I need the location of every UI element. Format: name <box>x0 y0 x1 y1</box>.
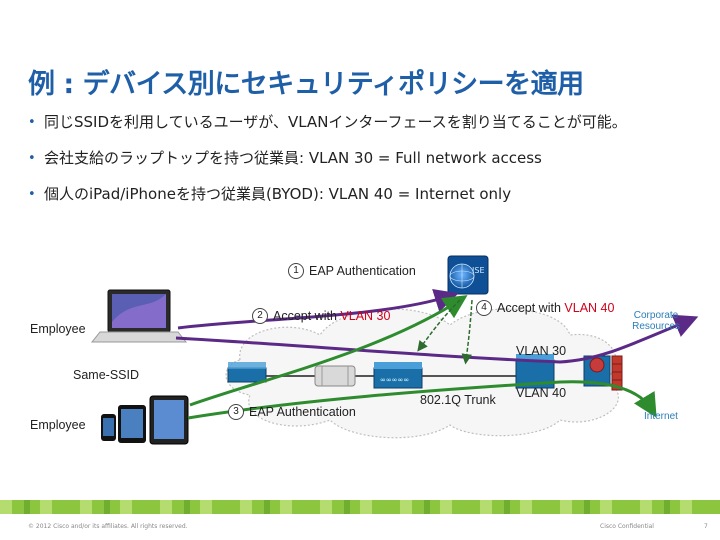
employee-label: Employee <box>30 322 86 336</box>
page-number: 7 <box>704 523 708 530</box>
bullet-item: 会社支給のラップトップを持つ従業員: VLAN 30 = Full networ… <box>28 148 698 169</box>
step-vlan: VLAN 40 <box>564 301 615 315</box>
switch-icon: ∞∞∞∞∞ <box>373 362 423 389</box>
vlan30-label: VLAN 30 <box>516 344 567 358</box>
step-number: 3 <box>228 404 244 420</box>
svg-text:∞∞∞∞∞: ∞∞∞∞∞ <box>380 376 409 384</box>
bullet-list: 同じSSIDを利用しているユーザが、VLANインターフェースを割り当てることが可… <box>28 112 698 220</box>
page-title: 例 : デバイス別にセキュリティポリシーを適用 <box>28 69 584 100</box>
step-2: 2 Accept with VLAN 30 <box>252 308 390 324</box>
step-4: 4 Accept with VLAN 40 <box>476 300 614 316</box>
step-text: EAP Authentication <box>249 405 356 419</box>
step-1: 1 EAP Authentication <box>288 263 416 279</box>
step-text: Accept with <box>273 309 337 323</box>
trunk-label: 802.1Q Trunk <box>420 393 496 407</box>
ise-label: ISE <box>472 266 485 275</box>
vlan40-path <box>189 295 468 407</box>
ipad-icon <box>118 405 146 443</box>
step-vlan: VLAN 30 <box>340 309 391 323</box>
corporate-resources-label: Corporate Resources <box>632 310 680 332</box>
firewall-wall-icon <box>611 355 623 391</box>
wlc-server-icon <box>314 365 356 387</box>
same-ssid-label: Same-SSID <box>73 368 139 382</box>
internet-label: Internet <box>644 411 678 422</box>
step-text: EAP Authentication <box>309 264 416 278</box>
copyright: © 2012 Cisco and/or its affiliates. All … <box>28 523 188 530</box>
step-number: 2 <box>252 308 268 324</box>
confidential-label: Cisco Confidential <box>600 523 654 530</box>
ise-server-icon <box>447 255 489 295</box>
step-text: Accept with <box>497 301 561 315</box>
step-3: 3 EAP Authentication <box>228 404 356 420</box>
iphone-icon <box>101 414 116 441</box>
step-number: 4 <box>476 300 492 316</box>
ipad-icon <box>149 395 189 445</box>
access-point-icon <box>227 362 267 383</box>
step-number: 1 <box>288 263 304 279</box>
laptop-icon <box>90 289 188 343</box>
bullet-item: 個人のiPad/iPhoneを持つ従業員(BYOD): VLAN 40 = In… <box>28 184 698 205</box>
footer-stripe <box>0 500 720 514</box>
employee-label: Employee <box>30 418 86 432</box>
vlan30-path <box>177 289 459 330</box>
vlan40-label: VLAN 40 <box>516 386 567 400</box>
bullet-item: 同じSSIDを利用しているユーザが、VLANインターフェースを割り当てることが可… <box>28 112 698 133</box>
